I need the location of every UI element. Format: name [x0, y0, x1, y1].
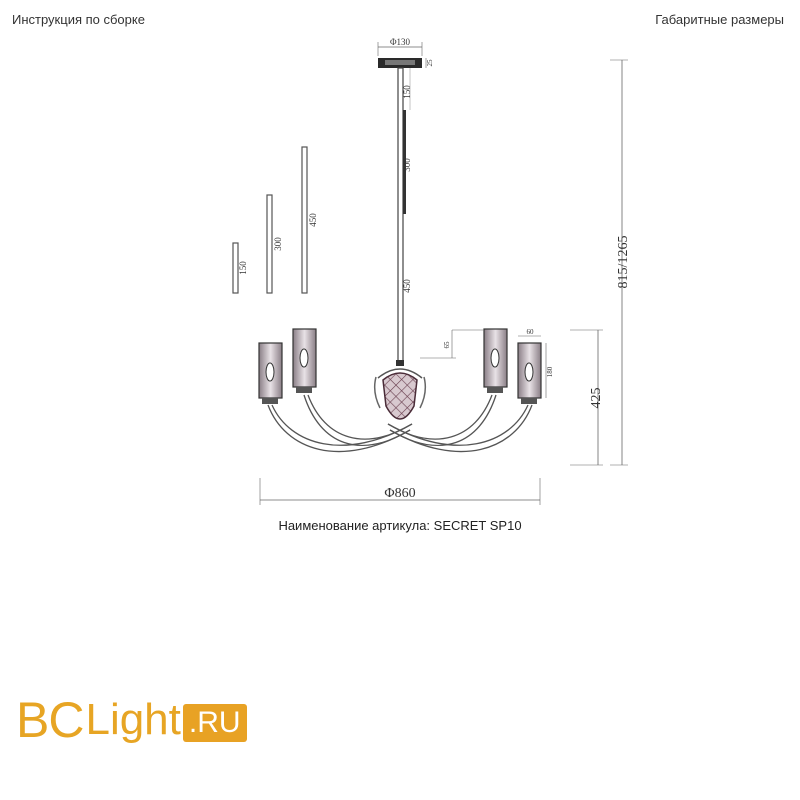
extra-rods: 150 300 450 — [232, 146, 318, 294]
lamp-shades — [258, 328, 542, 404]
logo-light: Light — [85, 695, 181, 744]
diameter-label: Φ860 — [384, 486, 415, 501]
assembly-instructions-title: Инструкция по сборке — [12, 12, 145, 27]
logo-bc: BC — [16, 692, 84, 748]
arms — [267, 394, 533, 453]
shade-inner-right — [483, 328, 508, 393]
arm-offset-label: 65 — [443, 341, 451, 349]
extra-rod-small — [232, 242, 239, 294]
overall-height-dims: 815/1265 425 — [570, 59, 631, 466]
canopy-diameter-label: Φ130 — [390, 37, 411, 47]
diameter-dim: Φ860 — [259, 478, 541, 505]
rod-450-label: 450 — [402, 279, 412, 293]
total-height-label: 815/1265 — [616, 236, 631, 289]
canopy-height-label: 25 — [426, 59, 434, 67]
overall-dimensions-title: Габаритные размеры — [655, 12, 784, 27]
rod-150-label: 150 — [402, 85, 412, 99]
extra-rod-medium — [266, 194, 273, 294]
shade-height-label: 180 — [546, 366, 554, 377]
canopy: Φ130 25 — [377, 37, 434, 68]
extra-rod-medium-label: 300 — [273, 237, 283, 251]
shade-far-left — [258, 342, 283, 404]
suspension-rod: 150 300 450 — [397, 67, 412, 364]
rod-300-label: 300 — [402, 158, 412, 172]
body-height-label: 425 — [589, 388, 604, 409]
small-dimensions: 65 60 180 — [420, 328, 554, 398]
logo-ru: .RU — [182, 704, 247, 742]
center-body — [373, 360, 427, 420]
extra-rod-large — [301, 146, 308, 294]
shade-width-label: 60 — [527, 328, 535, 336]
extra-rod-small-label: 150 — [238, 261, 248, 275]
extra-rod-large-label: 450 — [308, 213, 318, 227]
shade-inner-left — [292, 328, 317, 393]
article-name-caption: Наименование артикула: SECRET SP10 — [278, 518, 522, 533]
shade-far-right — [517, 342, 542, 404]
bclight-logo: BCLight.RU — [16, 690, 247, 750]
